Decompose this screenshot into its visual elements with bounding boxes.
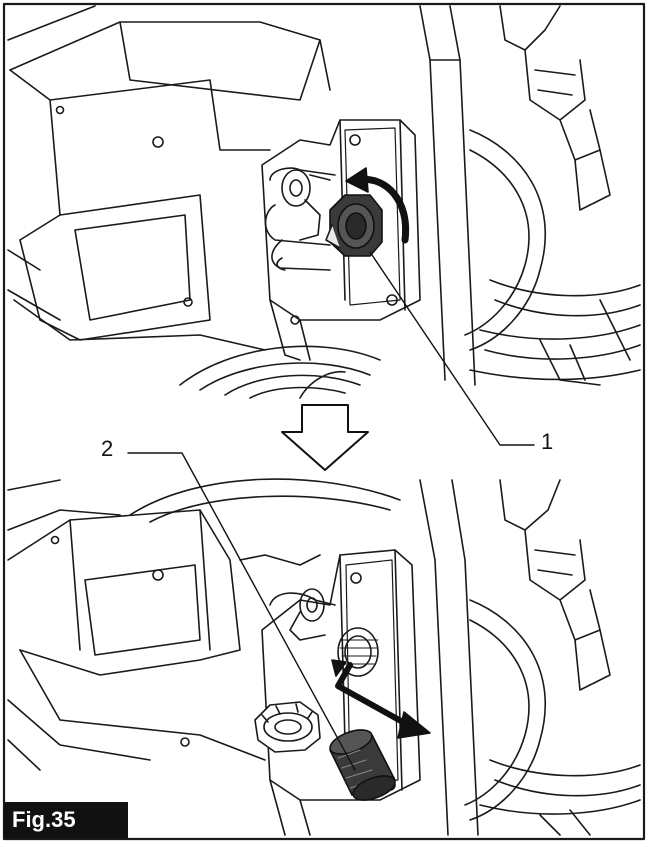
top-view: [7, 5, 641, 399]
removed-cap: [254, 701, 321, 753]
filter-screen: [329, 729, 396, 801]
callout-1: 1: [541, 429, 554, 454]
callout-2-leader: [127, 452, 356, 771]
down-arrow-icon: [281, 404, 369, 471]
callout-2: 2: [101, 436, 114, 461]
pull-out-arrow-icon: [331, 659, 431, 739]
rotate-arrow-icon: [356, 176, 410, 244]
figure-label: Fig.35: [4, 802, 128, 838]
water-inlet-cap: [325, 194, 383, 257]
bottom-view: [7, 478, 641, 836]
callout-1-leader: [369, 251, 535, 446]
